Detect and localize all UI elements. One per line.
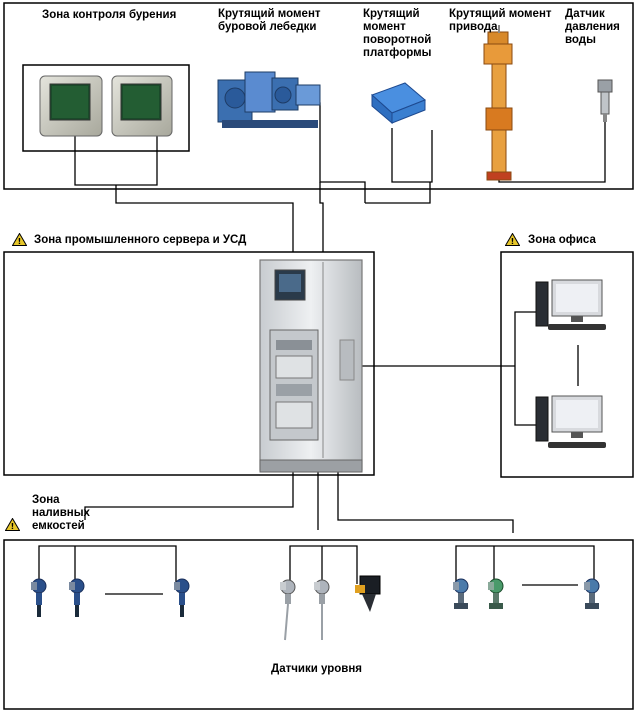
- label-drive-torque: Крутящий момент привода: [449, 8, 552, 33]
- label-winch-torque: Крутящий момент буровой лебедки: [218, 8, 321, 33]
- label-drilling-control-zone: Зона контроля бурения: [42, 9, 177, 21]
- drive-torque-unit: [483, 25, 513, 181]
- svg-text:!: !: [511, 237, 515, 246]
- drilling-monitors-frame: [22, 64, 190, 152]
- connection-lines: [38, 95, 606, 595]
- hazard-icon-office: !: [505, 233, 520, 246]
- zone-top-frame: [3, 2, 634, 190]
- level-sensor-9: [584, 578, 600, 609]
- water-pressure-sensor: [597, 79, 613, 122]
- label-rotary-platform-torque: Крутящий момент поворотной платформы: [363, 8, 432, 59]
- label-level-sensors: Датчики уровня: [271, 663, 363, 675]
- level-sensor-2: [69, 578, 85, 617]
- hazard-icon-tanks: !: [5, 518, 20, 531]
- label-tanks-zone: Зона наливных емкостей: [32, 494, 90, 532]
- rotary-platform-device: [371, 82, 426, 125]
- level-sensor-8: [488, 578, 504, 609]
- label-server-zone: Зона промышленного сервера и УСД: [34, 234, 247, 246]
- zone-server-frame: [3, 251, 375, 476]
- winch-torque-machine: [217, 71, 321, 128]
- office-computer-1: [535, 279, 606, 330]
- level-sensor-1: [31, 578, 47, 617]
- svg-text:!: !: [18, 237, 22, 246]
- level-sensor-6: [355, 575, 381, 612]
- zone-office-frame: [500, 251, 634, 478]
- svg-text:!: !: [11, 522, 15, 531]
- drilling-monitor-right: [111, 75, 173, 137]
- label-office-zone: Зона офиса: [528, 234, 596, 246]
- drilling-monitor-left: [39, 75, 103, 137]
- zone-tanks-frame: [3, 539, 634, 710]
- hazard-icon-server: !: [12, 233, 27, 246]
- level-sensor-7: [453, 578, 469, 609]
- level-sensor-4: [280, 579, 296, 641]
- office-computer-2: [535, 395, 606, 448]
- level-sensor-5: [314, 579, 330, 640]
- level-sensor-3: [174, 578, 190, 617]
- industrial-server-cabinet: [259, 259, 363, 473]
- label-water-pressure-sensor: Датчик давления воды: [565, 8, 620, 46]
